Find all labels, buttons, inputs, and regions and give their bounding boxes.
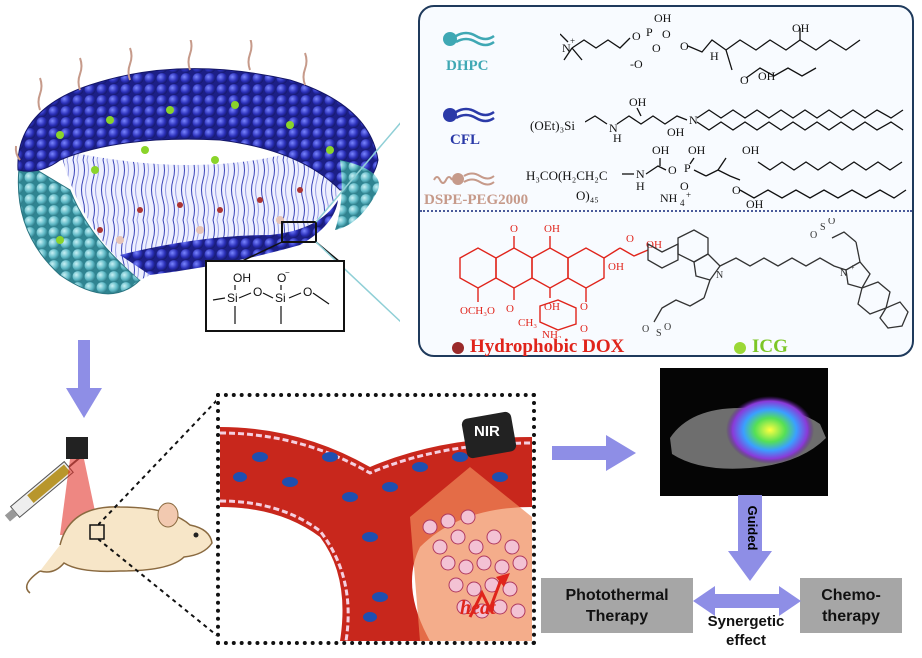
svg-text:OH: OH	[667, 125, 685, 139]
dhpc-label: DHPC	[446, 58, 489, 74]
svg-text:O: O	[626, 233, 634, 245]
cfl-label: CFL	[450, 132, 480, 148]
svg-text:S: S	[656, 328, 662, 338]
guided-label: Guided	[745, 505, 760, 551]
dox-dot-icon	[452, 342, 464, 354]
tumor-vessel-box: NIR heat	[216, 393, 536, 645]
svg-text:O: O	[277, 271, 286, 285]
svg-text:H: H	[613, 131, 622, 142]
svg-text:OH: OH	[688, 143, 706, 157]
cfl-formula-text: (OEt)₃Si	[530, 118, 575, 133]
cfl-lipid-icon	[443, 107, 495, 123]
chemotherapy-box: Chemo-therapy	[800, 578, 902, 633]
svg-text:P: P	[646, 25, 653, 39]
svg-text:O: O	[253, 285, 262, 299]
svg-text:P: P	[684, 161, 691, 175]
vessel-illustration	[220, 411, 532, 641]
down-arrow	[66, 340, 102, 418]
svg-text:OCH₃O: OCH₃O	[460, 305, 495, 317]
svg-text:OH: OH	[652, 143, 670, 157]
svg-text:OH: OH	[792, 21, 810, 35]
dspe-formula-line2: O)₄₅	[576, 188, 599, 203]
svg-text:OH: OH	[746, 197, 764, 211]
dox-structure: O OH OH O OCH₃O O OH OH O NH₂ CH₃ O	[459, 223, 662, 338]
svg-text:NH: NH	[660, 191, 678, 205]
svg-text:O: O	[668, 163, 677, 177]
dspe-peg-label: DSPE-PEG2000	[424, 192, 529, 208]
svg-text:OH: OH	[646, 239, 662, 251]
svg-text:OH: OH	[629, 95, 647, 109]
dspe-formula-line1: H₃CO(H₂CH₂C	[526, 168, 608, 183]
svg-text:N: N	[716, 270, 723, 281]
svg-text:−: −	[285, 268, 290, 277]
dox-label: Hydrophobic DOX	[470, 336, 625, 357]
svg-text:O: O	[664, 322, 671, 333]
guided-arrow	[728, 495, 772, 581]
dhpc-lipid-icon	[443, 31, 495, 47]
svg-text:+: +	[570, 36, 575, 46]
svg-text:Si: Si	[275, 291, 286, 305]
svg-text:O: O	[662, 27, 671, 41]
vesicle-illustration	[14, 40, 400, 323]
icg-label: ICG	[752, 336, 788, 357]
svg-text:N: N	[562, 41, 571, 55]
molecule-panel	[418, 5, 914, 357]
icg-dot-icon	[734, 342, 746, 354]
heat-label: heat	[460, 597, 496, 619]
svg-text:OH: OH	[742, 143, 760, 157]
synergetic-effect-label: Synergetic effect	[707, 613, 785, 649]
nir-label: NIR	[474, 423, 500, 440]
svg-text:O: O	[732, 183, 741, 197]
svg-text:O: O	[642, 324, 649, 335]
svg-text:Si: Si	[227, 291, 238, 305]
svg-text:O: O	[580, 301, 588, 313]
right-arrow	[552, 435, 636, 471]
svg-text:O: O	[680, 39, 689, 53]
svg-text:O: O	[680, 179, 689, 193]
svg-text:OH: OH	[544, 301, 560, 313]
svg-text:N: N	[689, 113, 698, 127]
svg-text:+: +	[850, 263, 855, 272]
svg-text:O: O	[740, 73, 749, 87]
svg-text:N: N	[840, 268, 847, 279]
svg-text:N: N	[609, 121, 618, 135]
synergy-double-arrow	[693, 586, 801, 616]
svg-text:O: O	[303, 285, 312, 299]
svg-text:OH: OH	[233, 271, 251, 285]
svg-text:H: H	[636, 179, 645, 193]
svg-text:CH₃: CH₃	[518, 317, 537, 329]
svg-text:H: H	[710, 49, 719, 63]
panel-divider	[420, 210, 912, 212]
svg-text:O: O	[810, 230, 817, 241]
svg-text:O: O	[580, 323, 588, 335]
svg-text:-O: -O	[630, 57, 643, 71]
svg-text:S: S	[820, 222, 826, 233]
svg-text:OH: OH	[654, 11, 672, 25]
fluorescence-image	[660, 368, 828, 496]
svg-text:O: O	[510, 223, 518, 235]
dspe-peg-lipid-icon	[433, 172, 495, 186]
zoom-lines	[98, 396, 221, 639]
svg-text:OH: OH	[608, 261, 624, 273]
svg-text:O: O	[632, 29, 641, 43]
svg-text:N: N	[636, 167, 645, 181]
svg-text:+: +	[686, 190, 691, 200]
svg-text:O: O	[506, 303, 514, 315]
svg-text:OH: OH	[544, 223, 560, 235]
svg-text:OH: OH	[758, 69, 776, 83]
photothermal-therapy-box: Photothermal Therapy	[541, 578, 693, 633]
svg-text:4: 4	[680, 198, 685, 208]
svg-text:O: O	[828, 218, 835, 227]
mouse-injection-illustration	[4, 437, 213, 594]
svg-text:NH₂: NH₂	[542, 329, 562, 338]
svg-text:O: O	[652, 41, 661, 55]
